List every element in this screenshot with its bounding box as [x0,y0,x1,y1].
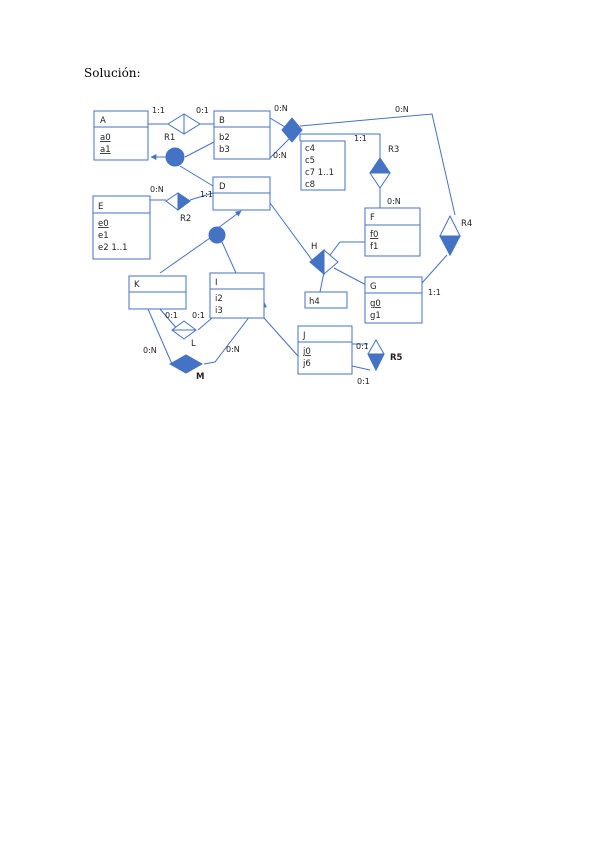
entity-i-attr-1: i3 [215,306,223,316]
diamond-m [168,354,204,374]
attribute-h4: h4 [309,297,320,307]
entity-j-title: J [302,331,306,341]
entity-g-attr-1: g1 [370,311,381,321]
label-m: M [196,372,204,382]
card-c-r3: 1:1 [354,134,367,143]
label-l: L [191,339,196,349]
label-h: H [311,242,317,252]
card-r5-top: 0:1 [356,342,369,351]
entity-c-attr-0: c4 [305,144,315,154]
entity-a-attr-0: a0 [100,133,111,143]
entities [92,110,423,375]
entity-f-attr-1: f1 [370,242,378,252]
entity-e-attr-2: e2 1..1 [98,243,128,253]
entity-k-title: K [134,280,140,290]
entity-j [297,325,353,375]
card-r2-d: 1:1 [200,190,213,199]
line-i-m [203,315,251,365]
entity-k [128,275,187,310]
label-r2: R2 [180,214,191,224]
entity-g [364,276,423,324]
card-r1-b: 0:1 [196,106,209,115]
entity-i-attr-0: i2 [215,294,223,304]
entity-c-attr-1: c5 [305,156,315,166]
entity-b-attr-0: b2 [219,133,230,143]
card-b-c-bottom: 0:N [273,151,287,160]
entity-b-title: B [219,116,225,126]
line-b-isa1 [184,141,215,158]
line-r2-d [189,192,214,201]
line-i-l [197,317,213,331]
line-j-i [261,301,299,357]
card-r4-g: 1:1 [428,288,441,297]
isa-circle-2 [208,226,226,244]
label-r4: R4 [461,219,472,229]
diamond-r3-fill [369,157,391,174]
attribute-h4-box [304,291,348,309]
diamond-r5-fill [367,353,385,372]
diamond-h-fill [309,248,325,276]
entity-b-attr-1: b3 [219,145,230,155]
diamond-r2-fill [177,192,191,211]
diamond-r4-fill [439,235,461,257]
line-isa2-d [217,210,242,229]
card-l-left: 0:1 [165,311,178,320]
entity-f-attr-0: f0 [370,230,378,240]
card-m-right: 0:N [226,345,240,354]
entity-f-title: F [370,213,375,223]
page-heading: Solución: [84,66,141,80]
entity-a-title: A [100,116,106,126]
entity-g-title: G [370,282,377,292]
entity-i [209,272,265,319]
entity-j-attr-1: j6 [302,359,311,369]
line-c-r4 [299,113,456,216]
line-isa2-i [221,241,237,274]
card-r4-top: 0:N [395,105,409,114]
entity-j-attr-0: j0 [302,347,311,357]
diamond-c [281,117,303,143]
card-m-left: 0:N [143,346,157,355]
line-h-g [333,267,369,287]
card-l-right: 0:1 [192,311,205,320]
line-isa1-d [179,165,214,187]
line-c-r3 [300,133,381,158]
entity-b [213,110,271,160]
entity-c-attr-3: c8 [305,180,315,190]
card-r3-f: 0:N [387,197,401,206]
card-a-r1: 1:1 [152,106,165,115]
relationship-shapes [165,113,461,374]
isa-circle-1 [165,147,185,167]
label-r5: R5 [390,353,403,363]
entity-g-attr-0: g0 [370,299,381,309]
entity-a [93,110,149,161]
line-d-h [269,202,313,261]
label-r3: R3 [388,145,399,155]
card-e-r2: 0:N [150,185,164,194]
entity-f [364,207,421,257]
line-r4-g [421,254,448,284]
line-h-h4 [319,271,325,293]
entity-d [212,176,271,211]
card-b-c-top: 0:N [274,104,288,113]
entity-i-title: I [215,278,218,288]
line-isa2-k [159,237,211,274]
line-h-f [329,241,368,256]
entity-d-title: D [219,182,226,192]
entity-e-title: E [98,202,103,212]
line-j-r5-bottom [351,365,371,371]
connection-lines [147,113,456,371]
line-k-m [147,308,173,365]
entity-e [92,195,151,260]
entity-c [300,140,346,191]
card-r5-bottom: 0:1 [357,377,370,386]
entity-e-attr-1: e1 [98,231,109,241]
line-k-l [159,308,179,331]
entity-e-attr-0: e0 [98,219,109,229]
label-r1: R1 [164,133,175,143]
line-b-c-bottom [269,137,291,159]
entity-a-attr-1: a1 [100,145,111,155]
entity-c-attr-2: c7 1..1 [305,168,334,178]
